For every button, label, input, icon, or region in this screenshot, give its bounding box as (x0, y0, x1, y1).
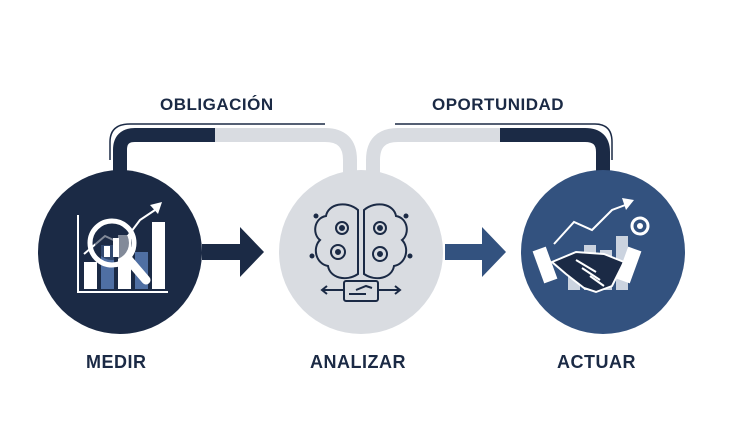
node-label-medir: MEDIR (86, 352, 147, 372)
node-label-actuar: ACTUAR (557, 352, 636, 372)
brain-gears-icon (309, 203, 413, 302)
underline-left (109, 123, 325, 160)
node-circle-analizar (279, 170, 443, 334)
node-label-analizar: ANALIZAR (310, 352, 406, 372)
label-obligacion: OBLIGACIÓN (160, 95, 274, 114)
connector-left-light (215, 128, 357, 180)
connector-lines (113, 128, 610, 180)
label-oportunidad: OPORTUNIDAD (432, 95, 565, 114)
arrow-right-icon (202, 227, 264, 277)
magnifier-bar-chart-icon (77, 202, 168, 293)
connector-right-dark (500, 128, 610, 172)
connector-left-dark (113, 128, 215, 172)
label-underlines (109, 123, 613, 160)
handshake-growth-icon (532, 198, 650, 294)
underline-right (395, 123, 613, 160)
arrow-right-icon (445, 227, 506, 277)
connector-right-light (366, 128, 500, 180)
